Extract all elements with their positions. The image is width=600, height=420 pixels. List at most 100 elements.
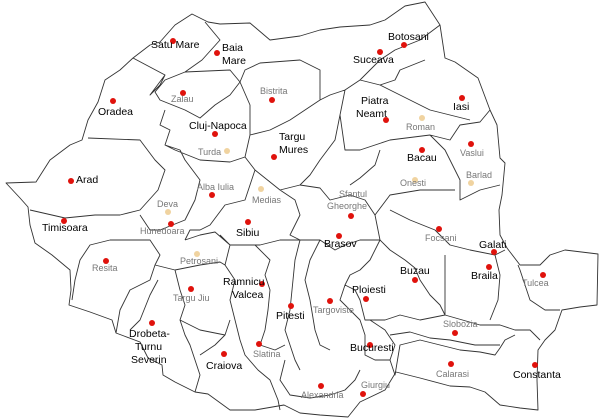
city-marker-oradea[interactable]	[110, 98, 116, 104]
city-label-oradea: Oradea	[98, 106, 133, 118]
town-label-medias: Medias	[252, 195, 282, 205]
city-label-vaslui: Vaslui	[460, 148, 484, 158]
city-marker-ploiesti[interactable]	[363, 296, 369, 302]
county-lines	[29, 21, 560, 411]
city-marker-botosani[interactable]	[401, 42, 407, 48]
town-marker-roman	[419, 115, 425, 121]
city-label-sibiu: Sibiu	[236, 227, 260, 239]
city-marker-alexandria[interactable]	[318, 383, 324, 389]
city-label-sfantul-gheorghe-1: Sfantul	[339, 189, 367, 199]
city-marker-tulcea[interactable]	[540, 272, 546, 278]
city-marker-sibiu[interactable]	[245, 219, 251, 225]
city-label-pitesti: Pitesti	[276, 310, 305, 322]
city-marker-constanta[interactable]	[532, 362, 538, 368]
city-label-buzau: Buzau	[400, 265, 430, 277]
city-label-targu-mures-2: Mures	[279, 144, 308, 156]
town-label-barlad: Barlad	[466, 170, 492, 180]
city-marker-bacau[interactable]	[419, 147, 425, 153]
city-label-calarasi: Calarasi	[436, 369, 469, 379]
town-marker-deva	[165, 209, 171, 215]
city-marker-zalau[interactable]	[180, 90, 186, 96]
country-outline	[5, 1, 599, 418]
city-marker-buzau[interactable]	[412, 277, 418, 283]
city-label-constanta: Constanta	[513, 369, 561, 381]
town-marker-petrosani	[194, 251, 200, 257]
city-label-drobeta-1: Drobeta-	[129, 328, 170, 340]
city-marker-ramnicu-valcea[interactable]	[259, 281, 265, 287]
city-marker-sfantul-gheorghe[interactable]	[348, 213, 354, 219]
city-marker-pitesti[interactable]	[288, 303, 294, 309]
city-marker-brasov[interactable]	[336, 233, 342, 239]
city-marker-drobeta-turnu-severin[interactable]	[149, 320, 155, 326]
city-label-slatina: Slatina	[253, 349, 281, 359]
county-borders	[5, 1, 599, 418]
city-label-baia-mare-2: Mare	[222, 55, 246, 67]
city-label-ramnicu-valcea-2: Valcea	[232, 289, 263, 301]
city-label-brasov: Brasov	[324, 238, 357, 250]
town-marker-turda	[224, 148, 230, 154]
city-label-suceava: Suceava	[353, 54, 394, 66]
city-label-alexandria: Alexandria	[301, 390, 344, 400]
city-label-ploiesti: Ploiesti	[352, 284, 386, 296]
city-marker-galati[interactable]	[491, 249, 497, 255]
city-marker-slatina[interactable]	[256, 341, 262, 347]
towns: Turda Medias Deva Petrosani Roman Onesti…	[157, 115, 492, 266]
city-label-drobeta-3: Severin	[131, 354, 167, 366]
city-label-bucuresti: Bucuresti	[350, 342, 394, 354]
town-label-roman: Roman	[406, 122, 435, 132]
city-marker-alba-iulia[interactable]	[209, 192, 215, 198]
city-marker-giurgiu[interactable]	[360, 391, 366, 397]
city-marker-resita[interactable]	[103, 258, 109, 264]
city-label-craiova: Craiova	[206, 360, 242, 372]
city-label-arad: Arad	[76, 174, 98, 186]
city-marker-slobozia[interactable]	[452, 330, 458, 336]
city-label-drobeta-2: Turnu	[135, 341, 162, 353]
city-label-zalau: Zalau	[171, 94, 194, 104]
city-marker-arad[interactable]	[68, 178, 74, 184]
city-label-baia-mare-1: Baia	[222, 42, 243, 54]
city-marker-cluj-napoca[interactable]	[212, 131, 218, 137]
city-marker-calarasi[interactable]	[448, 361, 454, 367]
town-marker-barlad	[468, 180, 474, 186]
city-label-targoviste: Targoviste	[313, 305, 354, 315]
city-label-tulcea: Tulcea	[522, 278, 549, 288]
town-label-turda: Turda	[198, 147, 221, 157]
city-label-bacau: Bacau	[407, 152, 437, 164]
city-marker-bistrita[interactable]	[269, 97, 275, 103]
city-marker-suceava[interactable]	[377, 49, 383, 55]
city-marker-targu-mures[interactable]	[271, 154, 277, 160]
town-label-onesti: Onesti	[400, 178, 426, 188]
city-label-giurgiu: Giurgiu	[361, 380, 390, 390]
city-label-cluj-napoca: Cluj-Napoca	[189, 120, 247, 132]
city-label-targu-jiu: Targu Jiu	[173, 293, 210, 303]
city-marker-craiova[interactable]	[221, 351, 227, 357]
city-marker-bucuresti[interactable]	[367, 342, 373, 348]
city-marker-baia-mare[interactable]	[214, 50, 220, 56]
city-marker-braila[interactable]	[486, 264, 492, 270]
city-marker-hunedoara[interactable]	[168, 221, 174, 227]
city-marker-targoviste[interactable]	[327, 298, 333, 304]
city-marker-timisoara[interactable]	[61, 218, 67, 224]
city-label-iasi: Iasi	[453, 101, 469, 113]
city-label-resita: Resita	[92, 263, 118, 273]
town-label-petrosani: Petrosani	[180, 256, 218, 266]
city-label-sfantul-gheorghe-2: Gheorghe	[327, 201, 367, 211]
city-marker-focsani[interactable]	[436, 226, 442, 232]
city-label-timisoara: Timisoara	[42, 222, 88, 234]
city-label-piatra-neamt-1: Piatra	[361, 95, 389, 107]
city-label-focsani: Focsani	[425, 233, 457, 243]
city-label-hunedoara: Hunedoara	[140, 226, 185, 236]
city-label-piatra-neamt-2: Neamt	[356, 108, 387, 120]
minor-cities: Zalau Bistrita Alba Iulia Hunedoara Resi…	[92, 86, 549, 400]
city-marker-satu-mare[interactable]	[170, 38, 176, 44]
city-label-galati: Galati	[479, 239, 506, 251]
town-marker-onesti	[412, 177, 418, 183]
city-label-slobozia: Slobozia	[443, 319, 478, 329]
city-label-botosani: Botosani	[388, 31, 429, 43]
city-label-braila: Braila	[471, 270, 498, 282]
city-marker-targu-jiu[interactable]	[188, 286, 194, 292]
city-marker-piatra-neamt[interactable]	[383, 117, 389, 123]
city-marker-iasi[interactable]	[459, 95, 465, 101]
city-marker-vaslui[interactable]	[468, 141, 474, 147]
